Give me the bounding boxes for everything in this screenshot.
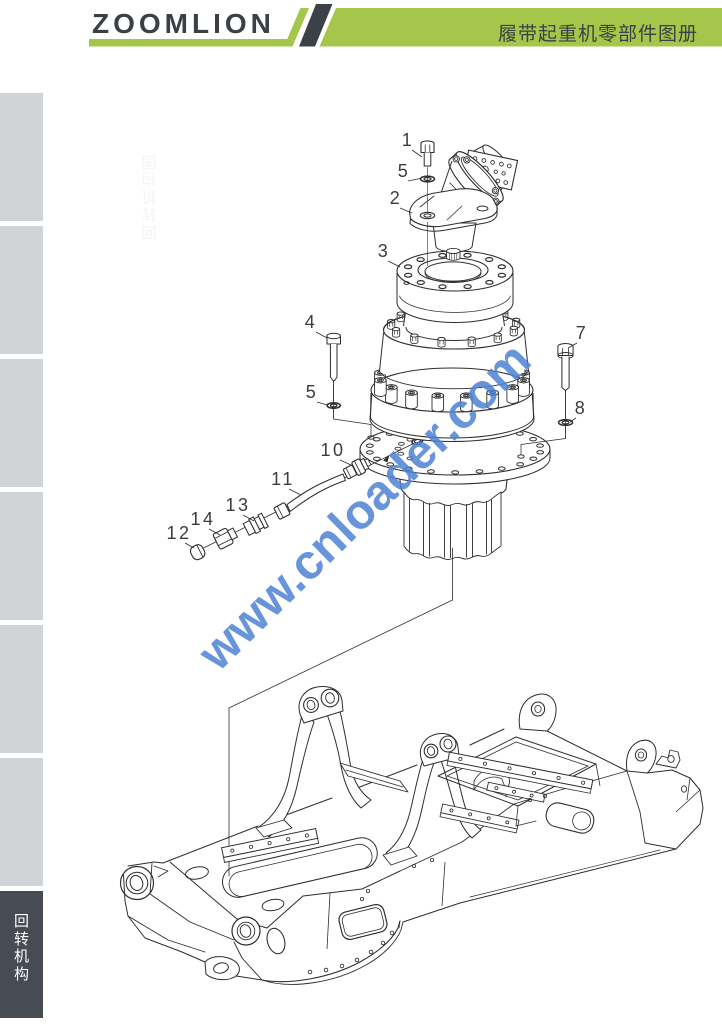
part-label-8: 8 <box>575 398 588 418</box>
part-label-7: 7 <box>576 323 589 343</box>
faint-vertical-watermark: 回转机构图 <box>141 152 157 240</box>
carbody-frame-drawing <box>119 686 704 985</box>
header-banner <box>89 4 722 47</box>
part-label-4: 4 <box>305 312 318 332</box>
part-label-2: 2 <box>390 188 403 208</box>
sidebar-tab-2[interactable] <box>0 226 43 354</box>
slew-drive-drawing <box>189 140 574 877</box>
part-callouts: 1 5 2 3 4 5 7 8 10 11 13 14 12 <box>166 130 589 543</box>
sidebar-tab-3[interactable] <box>0 359 43 487</box>
catalog-title: 履带起重机零部件图册 <box>497 24 698 45</box>
sidebar-tab-6[interactable] <box>0 758 43 886</box>
part-label-1: 1 <box>402 130 415 150</box>
sidebar-tab-1[interactable] <box>0 93 43 221</box>
part-label-14: 14 <box>190 509 215 529</box>
part-label-3: 3 <box>378 241 391 261</box>
sidebar-tab-4[interactable] <box>0 492 43 620</box>
part-label-13: 13 <box>225 495 250 515</box>
callout-leaders <box>184 149 578 549</box>
sidebar-tab-active[interactable]: 回转机构 <box>0 891 43 1018</box>
part-label-5: 5 <box>398 161 411 181</box>
sidebar-tab-label: 回转机构 <box>13 913 29 983</box>
part-label-5: 5 <box>306 382 319 402</box>
sidebar-tab-5[interactable] <box>0 625 43 753</box>
part-label-11: 11 <box>271 469 295 489</box>
part-label-12: 12 <box>166 523 191 543</box>
zoomlion-logo: ZOOMLION <box>92 8 275 39</box>
part-label-10: 10 <box>320 440 345 460</box>
